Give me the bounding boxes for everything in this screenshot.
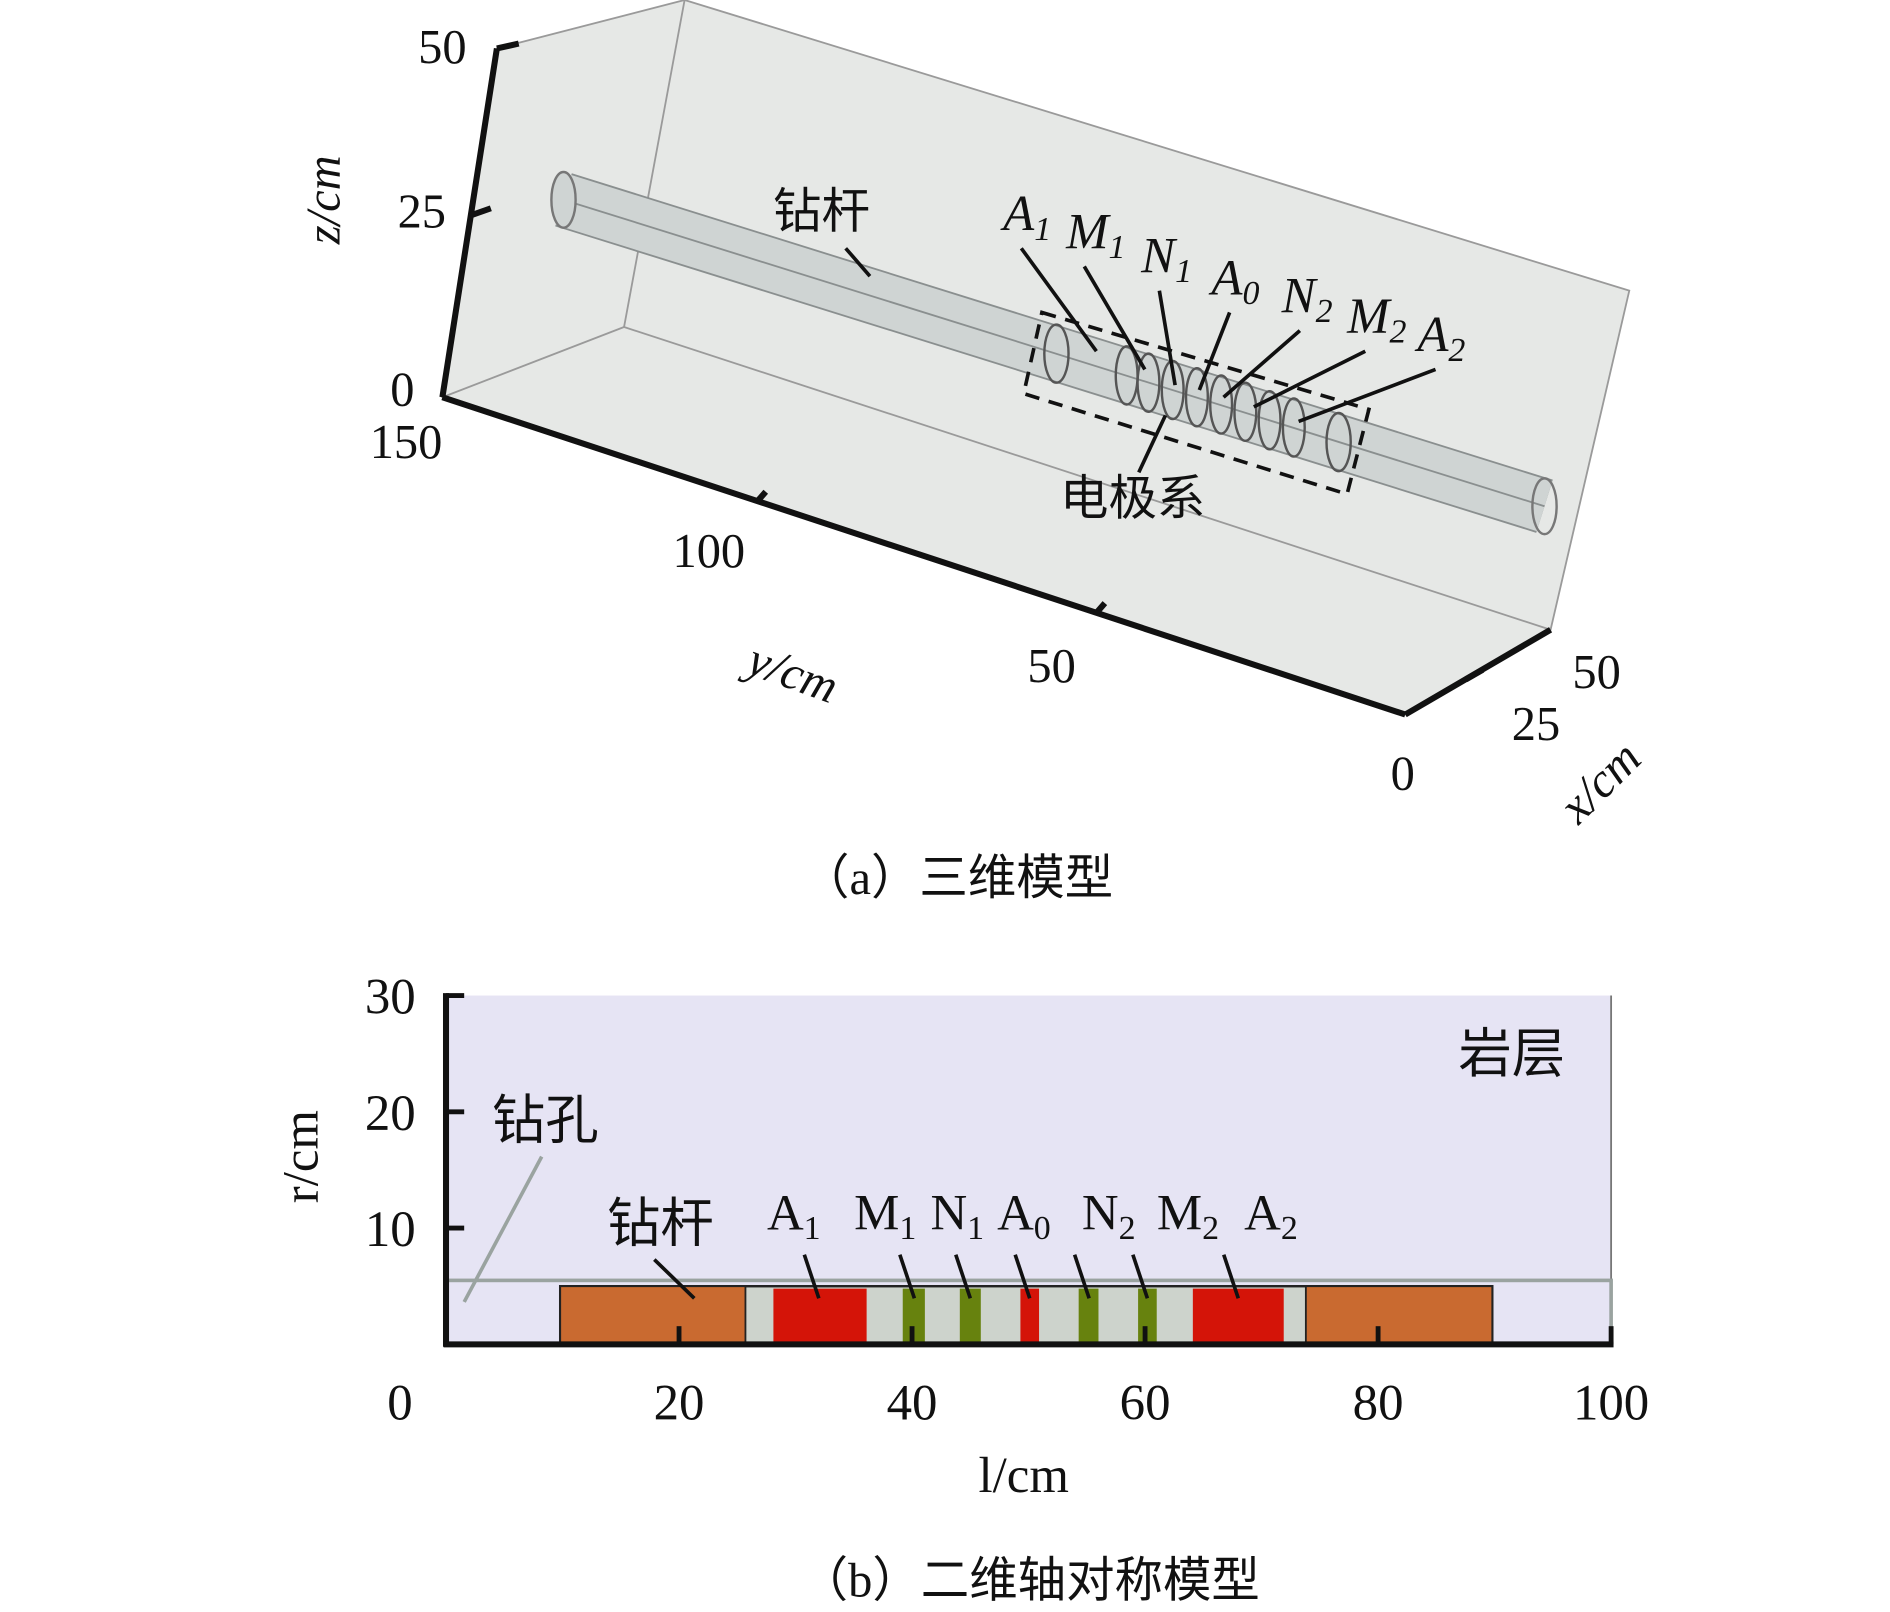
x-tick-label: 40: [887, 1375, 938, 1431]
borehole-leader: [462, 1155, 544, 1303]
figure-a-3d-model: 50 25 0 150 100 50 0 25 50 z/cm y/cm x/c…: [297, 0, 1651, 905]
electrode-leader: [1131, 1254, 1150, 1299]
y-tick-100: 100: [673, 525, 746, 578]
rod-label-3d: 钻杆: [773, 186, 870, 239]
leader-line: [1253, 349, 1367, 409]
electrode-label-n1: N1: [930, 1185, 984, 1247]
leader-line: [1197, 311, 1232, 391]
drill-rod-3d: [550, 170, 1558, 536]
electrode-system-dashed-box: [1021, 310, 1372, 497]
y-tick-150: 150: [370, 416, 443, 469]
z-tick-25: 25: [398, 186, 446, 239]
electrode-label-m2: M2: [1346, 289, 1406, 351]
formation-label: 岩层: [1459, 1025, 1566, 1084]
electrode-system-label: 电极系: [1060, 473, 1205, 526]
electrode-leader: [1013, 1254, 1032, 1299]
x-tick-label: 100: [1573, 1375, 1649, 1431]
electrode-label-a2: A2: [1244, 1185, 1298, 1247]
segment-measure-2: [902, 1288, 925, 1345]
x-tick-label: 60: [1120, 1375, 1171, 1431]
x-tick-label: 80: [1353, 1375, 1404, 1431]
borehole-label: 钻孔: [492, 1091, 599, 1150]
y-axis-label: r/cm: [274, 1110, 330, 1203]
electrode-label-m1: M1: [854, 1185, 916, 1247]
electrode-label-n2: N2: [1082, 1185, 1136, 1247]
electrode-leader: [1222, 1254, 1241, 1299]
leader-line: [1157, 290, 1177, 386]
x-tick-0: 0: [1391, 748, 1415, 801]
electrode-label-a2: A2: [1414, 307, 1465, 369]
x-tick-label: 0: [387, 1375, 412, 1431]
x-axis-label: x/cm: [1548, 731, 1651, 834]
z-tick-0: 0: [390, 364, 414, 417]
leader-line: [1082, 265, 1147, 371]
electrode-label-a0: A0: [1208, 250, 1259, 312]
electrode-leader: [954, 1254, 973, 1299]
axes-3d: [439, 40, 1553, 718]
y-tick-label: 10: [365, 1202, 416, 1258]
electrode-label-n1: N1: [1140, 229, 1192, 291]
caption-b: （b）二维轴对称模型: [800, 1554, 1260, 1607]
z-tick-50: 50: [418, 21, 466, 74]
y-tick-label: 30: [365, 970, 416, 1026]
box-back-bottom-left: [442, 326, 625, 399]
segment-measure-5: [1078, 1288, 1099, 1345]
electrode-leader: [898, 1254, 917, 1299]
segment-measure-3: [959, 1288, 981, 1345]
electrode-label-m2: M2: [1157, 1185, 1219, 1247]
x-tick-50: 50: [1572, 646, 1620, 699]
leader-line: [1222, 329, 1302, 399]
leader-line: [1298, 367, 1437, 424]
x-tick-label: 20: [654, 1375, 705, 1431]
electrode-label-m1: M1: [1065, 204, 1125, 266]
electrode-leader: [1072, 1254, 1091, 1299]
segment-current-4: [1020, 1288, 1040, 1345]
leader-lines-3d: [844, 247, 1168, 474]
electrode-label-a1: A1: [767, 1185, 821, 1247]
x-axis-label: l/cm: [979, 1448, 1069, 1504]
leader-line: [1019, 247, 1098, 353]
rod-leader: [653, 1258, 696, 1300]
electrode-label-a1: A1: [1000, 186, 1051, 248]
electrode-label-a0: A0: [997, 1185, 1051, 1247]
z-axis-label: z/cm: [297, 155, 350, 245]
y-axis-label: y/cm: [736, 631, 845, 714]
segment-rod-0: [559, 1285, 747, 1346]
y-tick-50: 50: [1027, 640, 1075, 693]
electrode-label-n2: N2: [1281, 268, 1333, 330]
electrode-leader: [802, 1254, 821, 1299]
x-tick-25: 25: [1512, 698, 1560, 751]
rod-label: 钻杆: [607, 1194, 714, 1253]
segment-rod-8: [1304, 1285, 1494, 1346]
caption-a: （a）三维模型: [801, 852, 1113, 905]
y-tick-label: 20: [365, 1086, 416, 1142]
